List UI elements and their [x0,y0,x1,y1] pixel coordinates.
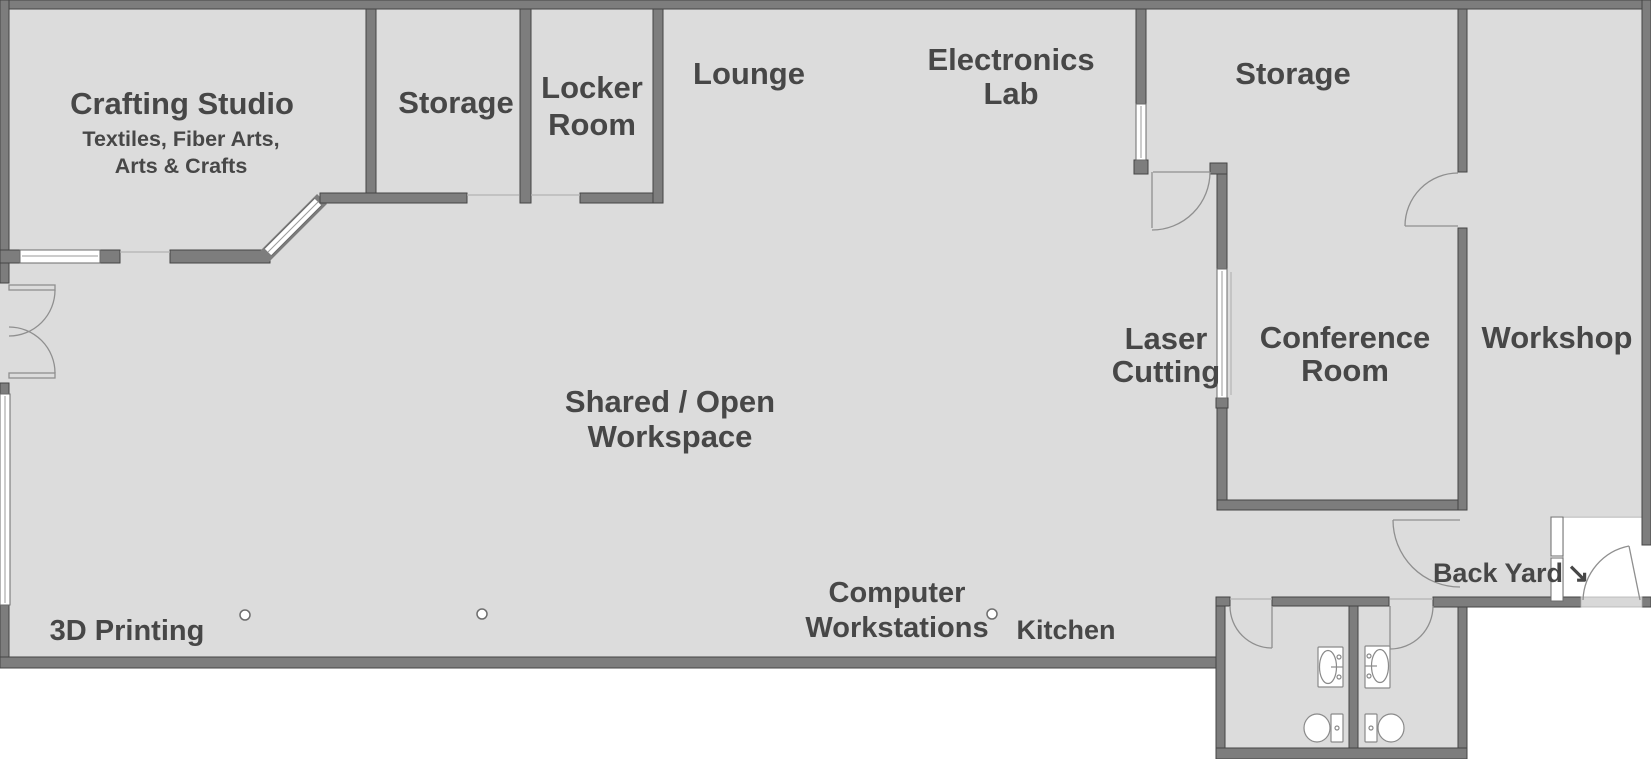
column-marker [476,608,488,620]
door-storage-right-west [1151,171,1211,231]
wall-workshop-divider-upper [1457,8,1468,173]
wall-west-upper [0,0,10,284]
room-label-shared-workspace: Workspace [588,419,753,454]
doors [8,171,1641,650]
room-label-shared-workspace: Shared / Open [565,384,775,419]
door-corridor-workshop [1392,519,1461,588]
column-marker [239,609,251,621]
room-label-electronics-lab: Lab [983,76,1038,111]
bathroom-fixtures [1303,645,1405,743]
toilet-icon [1303,713,1344,743]
wall-storage-locker-divider [519,8,532,204]
toilet-icon [1364,713,1405,743]
wall-crafting-south-c [169,249,271,264]
double-door-main-entrance [8,284,56,379]
room-label-laser-cutting: Laser [1125,321,1208,356]
door-swing-arc [1392,519,1461,588]
back-exit-threshold [1580,596,1643,608]
wall-east [1641,0,1651,546]
wall-crafting-south-b [99,249,121,264]
room-label-conference-room: Room [1301,353,1389,388]
door-storage-right-east [1404,172,1459,227]
door-bathroom-right [1389,605,1434,650]
wall-north [0,0,1651,10]
door-leaf [1628,545,1641,601]
door-bathroom-left [1229,605,1273,649]
arrow-down-right-icon: ↘ [1567,558,1590,588]
window-vestibule-lower [1550,557,1564,602]
toilet-bowl [1303,713,1331,743]
sink-tap [1366,673,1372,679]
back-yard-vestibule [1551,516,1642,601]
room-labels: Crafting Studio Textiles, Fiber Arts, Ar… [50,42,1633,647]
door-swing-arc [1389,605,1434,650]
toilet-button [1334,725,1340,731]
toilet-bowl [1377,713,1405,743]
wall-crafting-east [365,8,377,199]
column-marker [986,608,998,620]
room-label-locker-room: Locker [541,70,643,105]
room-label-3d-printing: 3D Printing [50,615,205,647]
wall-conference-south [1216,499,1468,511]
wall-crafting-south-a [0,249,21,264]
door-swing-arc [8,289,56,337]
door-swing-arc [1582,545,1630,601]
wall-east-stub [1641,596,1651,608]
door-swing-arc [1151,171,1211,231]
wall-electronics-block [1133,159,1149,175]
windows [0,103,1564,606]
wall-bathroom-top-bar [1271,596,1390,607]
wall-south-main [0,656,1226,669]
window-vestibule-upper [1550,516,1564,557]
wall-workshop-divider-mid [1457,227,1468,511]
door-swing-arc [1404,172,1459,227]
wall-laser-block [1215,397,1229,409]
room-label-computer-workstations: Workstations [805,612,988,644]
wall-bathroom-top-block-left [1215,596,1231,607]
wall-storage-south [319,192,468,204]
room-label-kitchen: Kitchen [1016,615,1115,645]
door-leaf [8,284,56,291]
wall-laser-upper [1216,173,1228,270]
room-label-computer-workstations: Computer [829,577,966,609]
wall-bathroom-south [1215,747,1468,759]
sink-icon [1317,646,1344,688]
structural-columns [239,608,998,621]
wall-bathroom-east [1457,596,1468,759]
window-mullion [267,201,319,253]
wall-west-block [0,382,10,396]
back-door-gap [1642,545,1651,601]
room-sublabel-crafting-studio: Arts & Crafts [115,154,248,178]
room-label-storage-left: Storage [398,85,513,120]
workshop-floor [1467,0,1651,607]
wall-locker-east [652,8,664,204]
room-label-crafting-studio: Crafting Studio [70,86,294,121]
room-label-locker-room: Room [548,107,636,142]
wall-locker-south [579,192,664,204]
wall-bathroom-west [1215,596,1226,759]
room-label-lounge: Lounge [693,56,805,91]
door-swing-arc [8,326,56,374]
sink-tap [1336,674,1342,680]
room-label-back-yard: Back Yard [1433,558,1563,588]
door-leaf [8,372,56,379]
door-swing-arc [1229,605,1273,649]
room-label-conference-room: Conference [1260,320,1431,355]
room-label-electronics-lab: Electronics [927,42,1094,77]
sink-icon [1364,645,1391,689]
room-label-laser-cutting: Cutting [1112,354,1220,389]
wall-corner-block [1209,162,1228,175]
room-label-workshop: Workshop [1482,320,1633,355]
wall-laser-lower [1216,407,1228,511]
sink-tap [1366,653,1372,659]
toilet-button [1368,725,1374,731]
room-sublabel-crafting-studio: Textiles, Fiber Arts, [82,127,279,151]
sink-tap [1336,654,1342,660]
wall-bathroom-divider [1348,605,1359,759]
door-back-yard [1582,545,1641,601]
wall-electronics-upper [1135,8,1147,105]
room-label-storage-right: Storage [1235,56,1350,91]
